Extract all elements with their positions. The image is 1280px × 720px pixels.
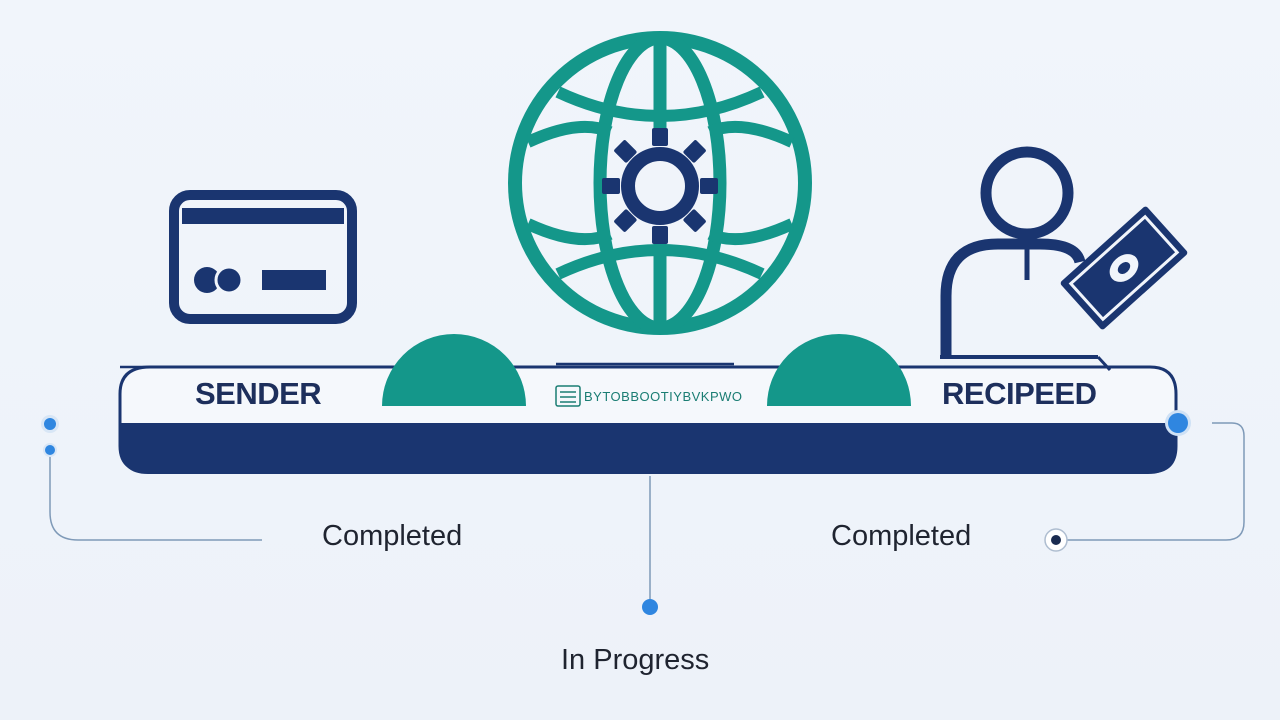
bank-stripe-icon (555, 385, 581, 407)
left-connector-line (49, 452, 262, 541)
left-teal-dome (382, 334, 526, 406)
timeline-bar-fill (120, 423, 1176, 474)
right-connector-line (1062, 422, 1245, 541)
recipient-label: RECIPEED (942, 376, 1097, 411)
banknote-icon (1060, 206, 1188, 330)
center-dot (642, 599, 658, 615)
user-banknote-icon (940, 146, 1188, 372)
connector-lines (49, 422, 1245, 606)
middle-stage-text: BYTOBBOOTIYBVKPWO (584, 389, 743, 404)
globe-gear-icon (508, 31, 812, 335)
right-teal-dome (767, 334, 911, 406)
gear-icon (602, 128, 718, 244)
left-status-label: Completed (322, 520, 463, 552)
connector-dots (41, 410, 1191, 615)
sender-label: SENDER (195, 376, 322, 411)
user-body (940, 238, 1086, 357)
right-status-label: Completed (831, 520, 972, 552)
center-status-label: In Progress (561, 644, 710, 676)
credit-card-icon (169, 190, 357, 324)
